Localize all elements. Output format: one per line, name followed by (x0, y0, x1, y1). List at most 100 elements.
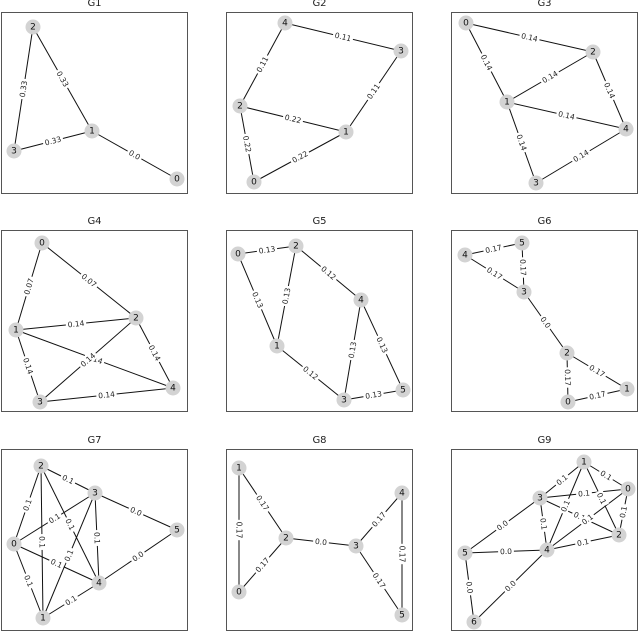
edge-weight-label: 0.0 (126, 504, 146, 519)
node-6: 6 (466, 614, 482, 630)
node-0: 0 (458, 15, 474, 31)
svg-text:2: 2 (564, 349, 570, 359)
svg-text:0.1: 0.1 (538, 517, 549, 530)
node-5: 5 (395, 382, 411, 398)
svg-text:6: 6 (471, 618, 477, 628)
node-1: 1 (499, 94, 515, 110)
node-0: 0 (34, 235, 50, 251)
svg-text:0: 0 (11, 540, 17, 550)
edge-weight-label: 0.07 (78, 270, 100, 291)
svg-text:0.17: 0.17 (563, 369, 572, 386)
edge-weight-label: 0.17 (585, 361, 609, 381)
svg-text:4: 4 (282, 19, 288, 29)
node-4: 4 (539, 542, 555, 558)
svg-text:2: 2 (616, 531, 622, 541)
edge-weight-label: 0.1 (58, 471, 78, 488)
svg-text:4: 4 (358, 296, 364, 306)
svg-text:3: 3 (398, 47, 404, 57)
svg-text:5: 5 (174, 526, 180, 536)
svg-text:3: 3 (11, 147, 17, 157)
node-1: 1 (8, 322, 24, 338)
node-4: 4 (394, 485, 410, 501)
edge-weight-label: 0.1 (574, 536, 592, 549)
node-0: 0 (6, 536, 22, 552)
svg-text:1: 1 (13, 326, 19, 336)
panel-title: G4 (87, 216, 102, 227)
svg-text:0.17: 0.17 (518, 259, 528, 276)
svg-text:2: 2 (590, 48, 596, 58)
edge-weight-label: 0.33 (17, 78, 30, 100)
svg-text:0.14: 0.14 (98, 390, 116, 401)
edge-weight-label: 0.1 (537, 515, 550, 533)
edge-weight-label: 0.0 (464, 579, 475, 596)
svg-text:1: 1 (504, 98, 510, 108)
svg-text:0.17: 0.17 (484, 243, 502, 255)
edge-weight-label: 0.17 (369, 569, 389, 592)
svg-text:0.14: 0.14 (602, 81, 617, 100)
svg-text:0.13: 0.13 (281, 287, 293, 305)
svg-text:2: 2 (293, 242, 299, 252)
edge-weight-label: 0.22 (282, 112, 304, 126)
node-2: 2 (232, 98, 248, 114)
node-0: 0 (620, 481, 636, 497)
svg-text:0.1: 0.1 (21, 498, 33, 512)
svg-text:4: 4 (544, 546, 550, 556)
edge-weight-label: 0.17 (397, 543, 407, 565)
node-0: 0 (231, 584, 247, 600)
node-3: 3 (32, 394, 48, 410)
edge-weight-label: 0.13 (373, 333, 391, 357)
svg-text:5: 5 (462, 549, 468, 559)
node-4: 4 (618, 121, 634, 137)
edge-weight-label: 0.0 (493, 517, 512, 534)
edge-weight-label: 0.17 (253, 492, 272, 514)
edge-weight-label: 0.14 (518, 30, 541, 45)
svg-text:0.14: 0.14 (520, 31, 539, 44)
svg-text:0: 0 (625, 485, 631, 495)
svg-text:0.13: 0.13 (347, 341, 359, 359)
svg-text:5: 5 (399, 611, 405, 621)
svg-text:4: 4 (96, 579, 102, 589)
edge-weight-label: 0.17 (483, 264, 506, 283)
panel-title: G3 (537, 0, 552, 9)
svg-text:2: 2 (38, 462, 44, 472)
edge-weight-label: 0.07 (21, 275, 37, 298)
svg-text:0.1: 0.1 (576, 537, 590, 548)
panel-title: G7 (87, 435, 102, 446)
edge-weight-label: 0.14 (477, 51, 496, 74)
svg-text:0.13: 0.13 (250, 291, 265, 310)
node-3: 3 (528, 175, 544, 191)
svg-text:0.1: 0.1 (63, 548, 76, 563)
svg-text:4: 4 (462, 251, 468, 261)
edge-weight-label: 0.17 (586, 388, 609, 403)
edge-weight-label: 0.0 (125, 147, 144, 163)
svg-text:0: 0 (174, 175, 180, 185)
svg-text:0.07: 0.07 (22, 277, 35, 296)
svg-text:0.1: 0.1 (618, 505, 629, 519)
panel-title: G6 (537, 216, 552, 227)
svg-text:0.14: 0.14 (557, 109, 575, 122)
edge-weight-label: 0.1 (45, 510, 64, 527)
svg-text:3: 3 (533, 179, 539, 189)
node-0: 0 (230, 246, 246, 262)
edge-weight-label: 0.22 (240, 133, 254, 155)
edge-weight-label: 0.14 (513, 131, 530, 154)
edge-weight-label: 0.1 (553, 471, 571, 489)
svg-text:1: 1 (624, 385, 630, 395)
svg-text:0.14: 0.14 (21, 357, 35, 376)
edge-weight-label: 0.12 (299, 363, 322, 383)
edge-weight-label: 0.0 (128, 548, 148, 565)
edge-weight-label: 0.33 (42, 134, 64, 148)
edge-weight-label: 0.14 (65, 318, 87, 330)
edge-weight-label: 0.17 (518, 257, 528, 278)
node-1: 1 (619, 381, 635, 397)
